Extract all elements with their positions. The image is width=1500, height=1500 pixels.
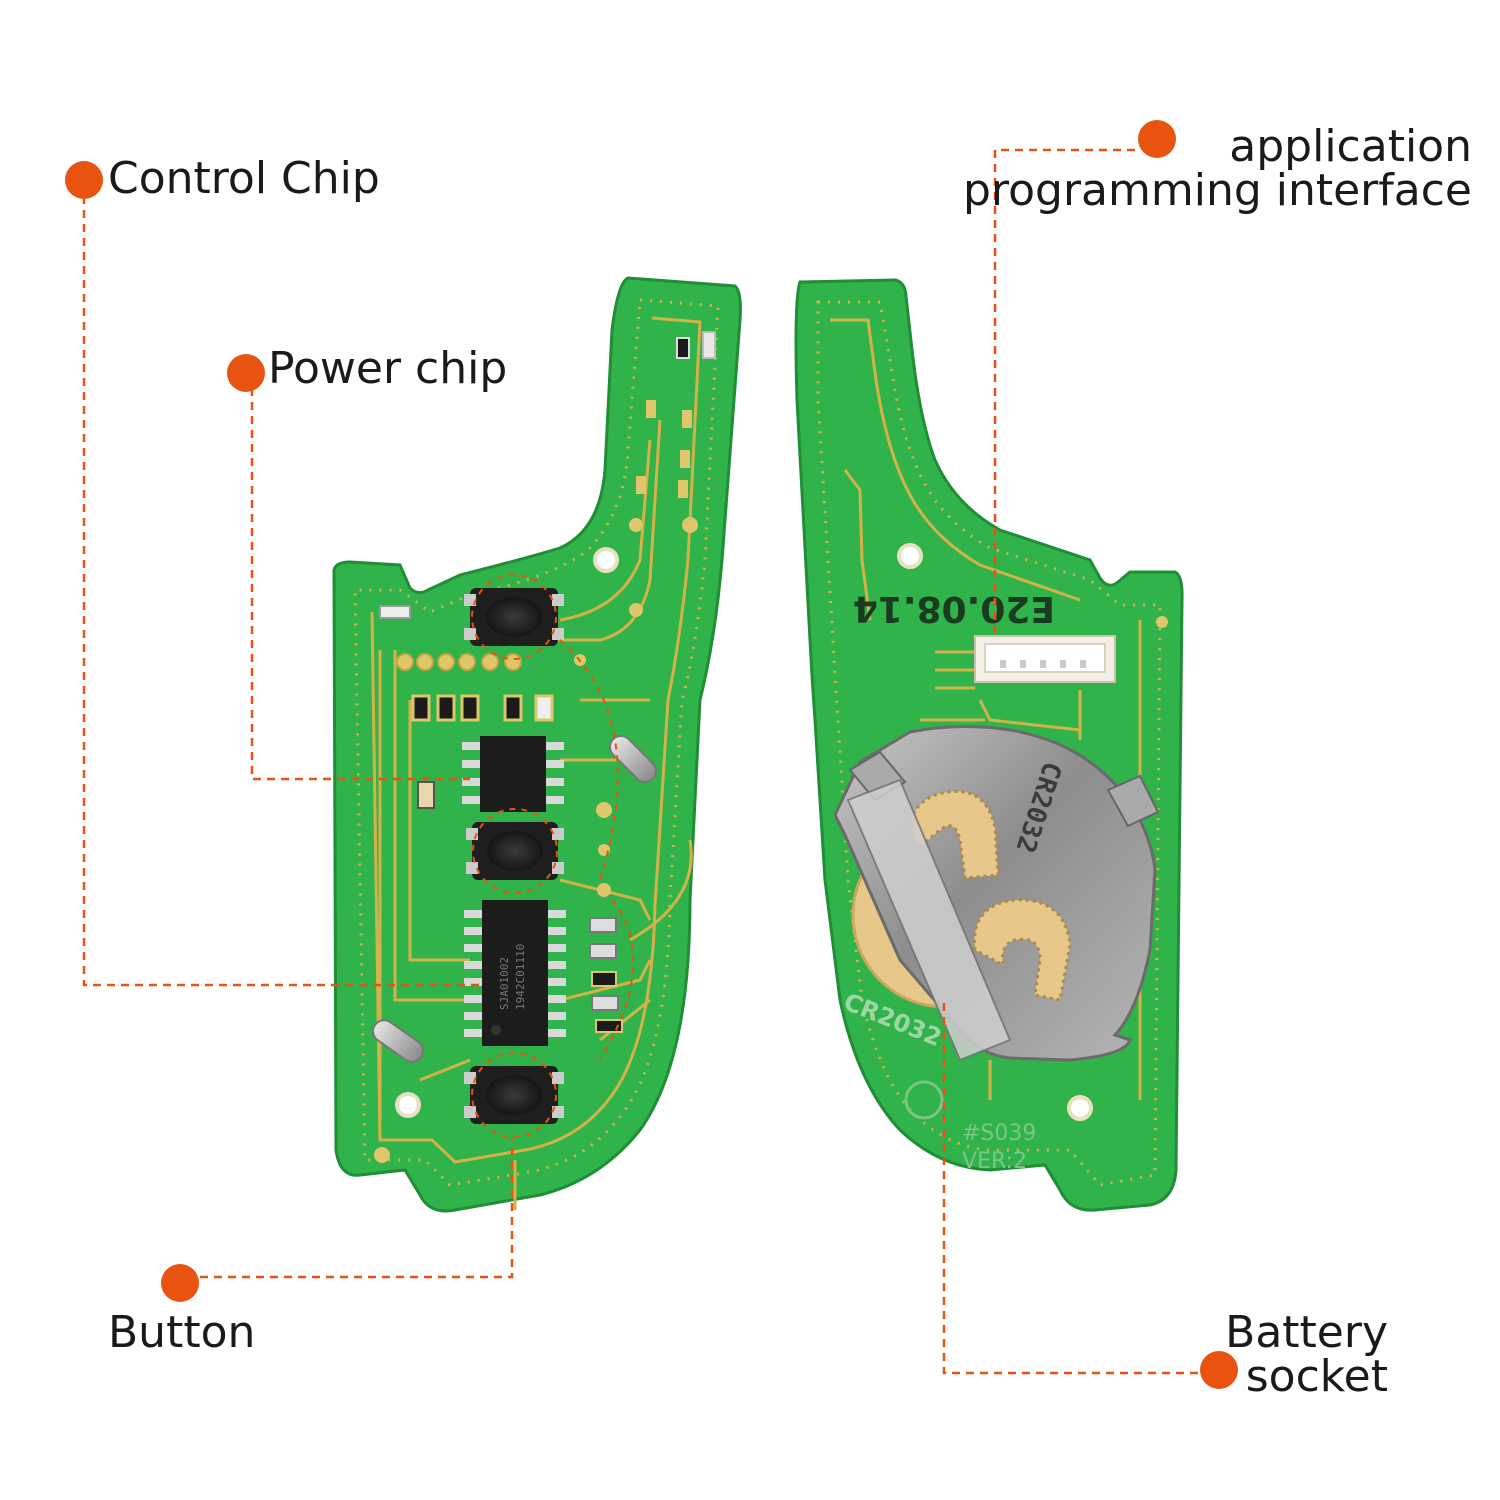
- dot-api: [1138, 120, 1176, 158]
- control-chip-pin: [546, 1029, 566, 1037]
- dot-control-chip: [65, 161, 103, 199]
- label-control-chip: Control Chip: [108, 153, 380, 204]
- leader-battery: [942, 1000, 1198, 1375]
- control-chip-pin: [464, 961, 484, 969]
- version-marking: VER:2: [962, 1149, 1027, 1174]
- left-crystal-right: [608, 734, 658, 784]
- control-chip-pin: [546, 1012, 566, 1020]
- control-chip-pin: [464, 910, 484, 918]
- date-code-marking: E20.08.14: [853, 588, 1055, 629]
- right-pad: [1156, 616, 1168, 628]
- control-chip: SJA01002 1942C01110: [464, 900, 566, 1046]
- control-chip-pin: [464, 927, 484, 935]
- battery-clip: [833, 724, 1157, 1062]
- control-chip-pin: [546, 995, 566, 1003]
- control-chip-pin: [464, 944, 484, 952]
- dot-button: [161, 1264, 199, 1302]
- right-hole-bottom: [1067, 1095, 1093, 1121]
- control-chip-pin: [546, 944, 566, 952]
- button-middle: [466, 822, 564, 880]
- left-border-trace: [353, 298, 720, 1187]
- control-chip-marking-2: 1942C01110: [514, 944, 527, 1010]
- leader-api: [993, 148, 1135, 640]
- left-crystal-bottom: [372, 1019, 424, 1063]
- board-id-marking: #S039: [962, 1121, 1036, 1146]
- left-pad: [682, 517, 698, 533]
- control-chip-pin: [546, 961, 566, 969]
- leader-control-chip: [82, 196, 480, 987]
- battery-cutout-lower: [973, 898, 1072, 1002]
- control-chip-pin: [464, 1029, 484, 1037]
- control-chip-pin: [546, 927, 566, 935]
- left-hole-bottom: [395, 1092, 421, 1118]
- battery-cutout-upper: [910, 790, 1000, 880]
- control-chip-pin: [464, 1012, 484, 1020]
- left-hole-top: [593, 547, 619, 573]
- label-api-line2: programming interface: [963, 165, 1472, 216]
- right-inner-trace: [830, 318, 1081, 602]
- left-guide-circles: [471, 574, 635, 1138]
- label-battery-line1: Battery: [1225, 1307, 1388, 1358]
- power-chip: [462, 736, 564, 812]
- right-pcb: E20.08.14 CR2032 CR2032 #: [794, 278, 1184, 1212]
- callout-dots: [65, 120, 1238, 1389]
- control-chip-pin: [464, 978, 484, 986]
- label-power-chip: Power chip: [268, 343, 508, 394]
- leader-power-chip: [250, 388, 470, 781]
- left-cap-small: [417, 781, 435, 809]
- right-logo-mark: [904, 1080, 944, 1120]
- callout-lines: [82, 148, 1198, 1375]
- api-connector: [974, 635, 1116, 683]
- left-pad: [629, 518, 643, 532]
- control-chip-pin: [546, 978, 566, 986]
- button-bottom: [464, 1066, 564, 1124]
- left-pcb: SJA01002 1942C01110: [332, 276, 742, 1213]
- battery-socket: CR2032: [833, 724, 1160, 1062]
- left-pad: [374, 1147, 390, 1163]
- left-top-smd: [379, 331, 716, 619]
- right-hole-top: [897, 543, 923, 569]
- left-pad: [629, 603, 643, 617]
- label-battery-line2: socket: [1245, 1351, 1388, 1402]
- label-api-line1: application: [1229, 121, 1472, 172]
- button-top: [464, 588, 564, 646]
- leader-button: [200, 1140, 514, 1279]
- dot-battery: [1200, 1351, 1238, 1389]
- control-chip-pin: [546, 910, 566, 918]
- left-resistor-row: [411, 694, 554, 722]
- label-button: Button: [108, 1307, 256, 1358]
- left-side-smd: [589, 917, 623, 1033]
- left-inner-trace: [370, 316, 702, 1164]
- control-chip-pin: [464, 995, 484, 1003]
- battery-clip-band: [846, 778, 1012, 1062]
- left-pad: [596, 802, 612, 818]
- left-pad-row: [396, 653, 522, 671]
- left-pad: [597, 883, 611, 897]
- battery-clip-tab-right: [1106, 774, 1160, 828]
- dot-power-chip: [227, 354, 265, 392]
- control-chip-marking-1: SJA01002: [498, 957, 511, 1010]
